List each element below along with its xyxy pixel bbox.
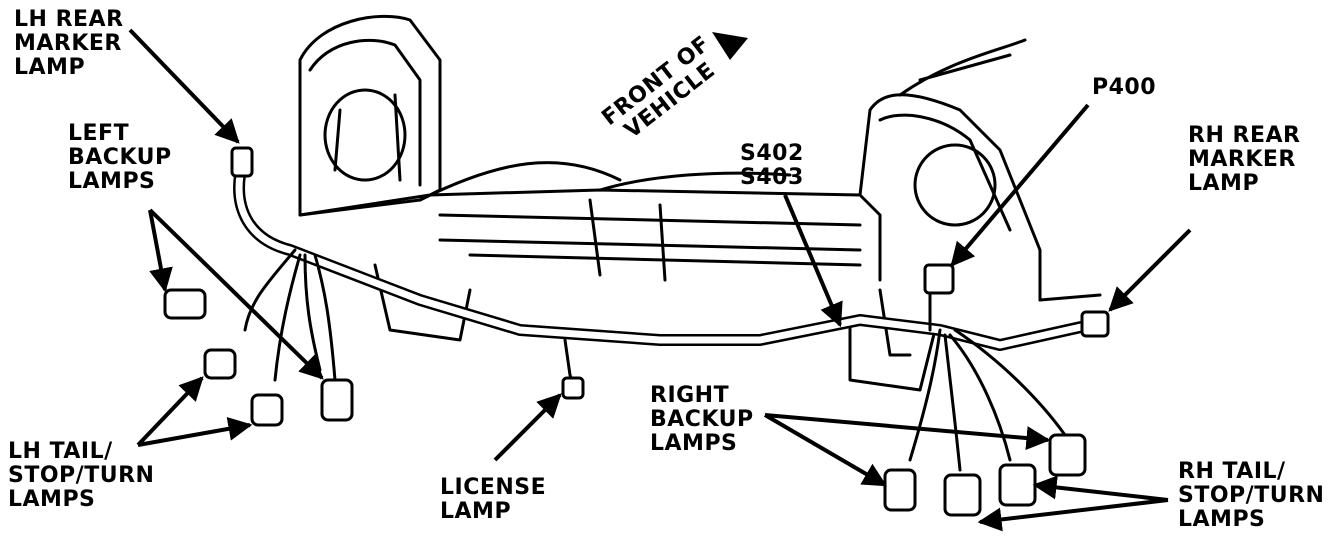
label-rh-rear-marker-lamp: RH REAR MARKER LAMP: [1188, 123, 1301, 196]
label-license-lamp: LICENSE LAMP: [440, 475, 547, 524]
license-lamp-socket: [561, 376, 585, 400]
callout-arrows: [128, 28, 1192, 532]
vehicle-body: [298, 14, 1102, 392]
rh-tail-socket-1: [943, 473, 982, 517]
lh-rear-marker-socket: [230, 146, 254, 178]
rh-rear-marker-socket: [1080, 310, 1110, 338]
label-lh-rear-marker-lamp: LH REAR MARKER LAMP: [14, 7, 124, 80]
label-right-backup-lamps: RIGHT BACKUP LAMPS: [650, 383, 754, 456]
left-backup-socket-2: [320, 378, 354, 422]
right-backup-socket-1: [883, 468, 917, 512]
lh-tail-socket-2: [250, 393, 284, 427]
lh-tail-socket-1: [203, 348, 237, 380]
wiring-harness: [233, 169, 1096, 472]
right-backup-socket-2: [1048, 433, 1087, 477]
rh-tail-socket-2: [998, 463, 1037, 507]
left-backup-socket: [163, 288, 207, 320]
lamp-sockets: [163, 146, 1110, 517]
label-splices-s402-s403: S402 S403: [740, 141, 804, 190]
p400-connector: [923, 263, 955, 295]
front-arrow: [712, 32, 748, 60]
label-lh-tail-stop-turn-lamps: LH TAIL/ STOP/TURN LAMPS: [8, 439, 155, 512]
label-p400: P400: [1092, 75, 1157, 100]
label-rh-tail-stop-turn-lamps: RH TAIL/ STOP/TURN LAMPS: [1178, 459, 1325, 532]
label-left-backup-lamps: LEFT BACKUP LAMPS: [68, 121, 172, 194]
